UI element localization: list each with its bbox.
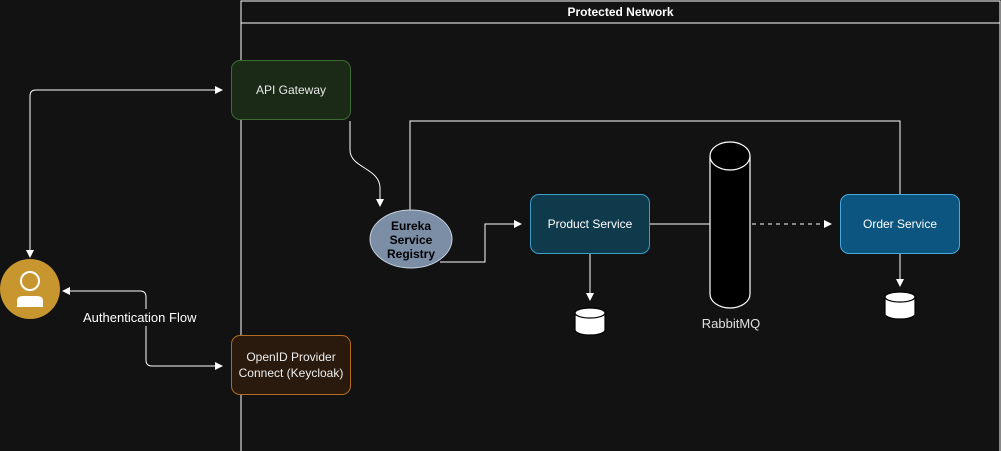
eureka-label-line2: Service <box>389 232 433 247</box>
product-service-node[interactable]: Product Service <box>530 194 650 254</box>
user-to-gateway-edge <box>29 86 223 254</box>
rabbitmq-queue-icon[interactable] <box>709 141 751 309</box>
rabbitmq-label: RabbitMQ <box>701 316 761 331</box>
order-service-label: Order Service <box>862 217 938 231</box>
openid-label-line2: Connect (Keycloak) <box>238 366 344 380</box>
auth-flow-edge <box>70 290 223 370</box>
openid-provider-node[interactable]: OpenID Provider Connect (Keycloak) <box>231 335 351 395</box>
gateway-to-user-arrowhead <box>26 250 34 258</box>
protected-network-title: Protected Network <box>567 5 674 19</box>
api-gateway-node[interactable]: API Gateway <box>231 60 351 120</box>
eureka-to-product-edge <box>440 220 522 263</box>
api-gateway-label: API Gateway <box>255 83 327 97</box>
gateway-to-eureka-edge <box>349 121 384 207</box>
eureka-registry-shape[interactable] <box>369 209 453 269</box>
registry-loop-edge <box>409 120 901 213</box>
authentication-flow-label: Authentication Flow <box>81 309 199 326</box>
eureka-label-line1: Eureka <box>390 218 432 233</box>
auth-flow-arrowhead-user <box>62 287 70 295</box>
product-service-label: Product Service <box>547 217 633 231</box>
product-database-icon[interactable] <box>574 307 606 336</box>
order-service-node[interactable]: Order Service <box>840 194 960 254</box>
openid-label-line1: OpenID Provider <box>246 350 336 364</box>
eureka-label-line3: Registry <box>386 246 436 261</box>
protected-network-boundary <box>240 0 1001 451</box>
eureka-registry-node[interactable]: Eureka Service Registry <box>370 210 452 269</box>
order-database-icon[interactable] <box>884 291 916 320</box>
user-icon[interactable] <box>0 259 60 319</box>
